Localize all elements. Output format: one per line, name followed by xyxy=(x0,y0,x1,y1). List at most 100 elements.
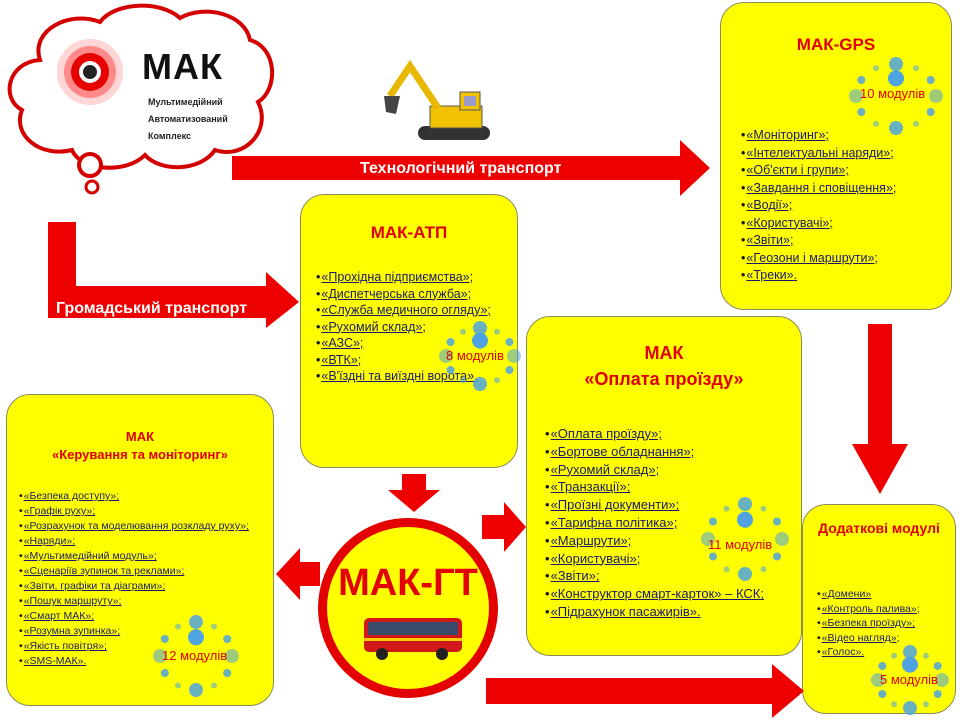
atp-item-link[interactable]: «Прохідна підприємства»; xyxy=(321,270,474,284)
dot-mark xyxy=(211,623,217,630)
payment-item-link[interactable]: «Бортове обладнання»; xyxy=(550,443,695,459)
control-item-link[interactable]: «Якість повітря»; xyxy=(23,640,107,652)
dot-mark xyxy=(913,65,919,72)
dot-mark xyxy=(708,552,717,561)
control-item-link[interactable]: «Розумна зупинка»; xyxy=(23,625,121,637)
payment-item-link[interactable]: «Підрахунок пасажирів». xyxy=(550,603,701,619)
list-item: •«Мультимедійний модуль»; xyxy=(19,550,157,562)
gps-item-link[interactable]: «Об'єкти і групи»; xyxy=(746,163,849,177)
payment-item-link[interactable]: «Проїзні документи»; xyxy=(550,497,680,513)
dot-mark xyxy=(913,120,919,127)
payment-item-link[interactable]: «Звіти»; xyxy=(550,568,600,584)
payment-modules-count: 11 модулів xyxy=(708,537,773,552)
dot-mark xyxy=(160,669,169,677)
gps-item-link[interactable]: «Інтелектуальні наряди»; xyxy=(746,145,894,160)
payment-item-link[interactable]: «Тарифна політика»; xyxy=(550,514,678,530)
dot-mark xyxy=(153,649,167,663)
logo-line-1: Мультимедійний xyxy=(148,97,223,107)
control-item-link[interactable]: «Смарт МАК»; xyxy=(23,610,95,622)
list-item: •«Оплата проїзду»; xyxy=(545,426,662,441)
dot-mark xyxy=(175,682,181,689)
dot-mark xyxy=(473,321,487,335)
dot-mark xyxy=(446,366,455,374)
payment-item-link[interactable]: «Маршрути»; xyxy=(550,532,632,548)
extra-item-link[interactable]: «Контроль палива»; xyxy=(821,602,920,615)
logo-name: МАК xyxy=(142,46,223,87)
dot-mark xyxy=(472,332,488,349)
control-item-link[interactable]: «Графік руху»; xyxy=(23,505,96,517)
dot-mark xyxy=(211,682,217,689)
center-to-control-arrow xyxy=(276,548,320,600)
dot-mark xyxy=(189,615,203,629)
gps-item-link[interactable]: «Геозони і маршрути»; xyxy=(746,250,878,265)
dot-mark xyxy=(189,683,203,697)
extra-item-link[interactable]: «Відео нагляд»; xyxy=(821,631,900,644)
list-item: •«Служба медичного огляду»; xyxy=(316,303,491,317)
payment-item-link[interactable]: «Оплата проїзду»; xyxy=(550,426,662,441)
list-item: •«Користувачі»; xyxy=(741,215,833,230)
public-transport-arrow xyxy=(48,222,299,328)
list-item: •«Моніторинг»; xyxy=(741,128,829,142)
dot-mark xyxy=(460,328,466,335)
list-item: •«Прохідна підприємства»; xyxy=(316,270,474,284)
control-item-link[interactable]: «Звіти, графіки та діаграми»; xyxy=(23,580,166,592)
dot-mark xyxy=(773,517,782,526)
control-item-link[interactable]: «Безпека доступу»; xyxy=(23,490,120,502)
atp-item-link[interactable]: «Рухомий склад»; xyxy=(321,319,426,334)
dot-mark xyxy=(857,76,866,84)
control-item-link[interactable]: «SMS-МАК». xyxy=(23,655,87,667)
list-item: •«Диспетчерська служба»; xyxy=(316,286,472,301)
extra-item-link[interactable]: «Домени» xyxy=(821,588,872,600)
list-item: •«Смарт МАК»; xyxy=(19,610,95,622)
mak-gps-list: •«Моніторинг»; •«Інтелектуальні наряди»;… xyxy=(741,127,896,285)
atp-modules-count: 8 модулів xyxy=(446,348,504,363)
list-item: •«Контроль палива»; xyxy=(817,602,920,615)
dot-mark xyxy=(175,623,181,630)
payment-item-link[interactable]: «Рухомий склад»; xyxy=(550,461,660,477)
mak-atp-title: МАК-АТП xyxy=(370,223,448,242)
gps-item-link[interactable]: «Треки». xyxy=(746,268,798,282)
dot-mark xyxy=(505,338,514,346)
list-item: •«Графік руху»; xyxy=(19,505,96,517)
list-item: •«Розрахунок та моделювання розкладу рух… xyxy=(19,520,250,532)
atp-item-link[interactable]: «В'їздні та виїздні ворота». xyxy=(321,369,478,383)
gps-item-link[interactable]: «Звіти»; xyxy=(746,233,794,247)
dot-mark xyxy=(926,76,935,84)
atp-to-center-arrow xyxy=(388,474,440,512)
list-item: •«Підрахунок пасажирів». xyxy=(545,603,701,619)
payment-item-link[interactable]: «Транзакції»; xyxy=(550,479,631,495)
gps-item-link[interactable]: «Водії»; xyxy=(746,198,793,212)
extra-item-link[interactable]: «Голос». xyxy=(821,646,865,658)
dot-mark xyxy=(439,349,453,363)
control-item-link[interactable]: «Пошук маршруту»; xyxy=(23,595,122,607)
payment-item-link[interactable]: «Користувачі»; xyxy=(550,550,641,566)
gps-item-link[interactable]: «Користувачі»; xyxy=(746,215,833,230)
gps-modules-count: 10 модулів xyxy=(860,86,926,101)
atp-item-link[interactable]: «ВТК»; xyxy=(321,352,362,367)
atp-item-link[interactable]: «Служба медичного огляду»; xyxy=(321,303,491,317)
list-item: •«Геозони і маршрути»; xyxy=(741,250,878,265)
list-item: •«Проїзні документи»; xyxy=(545,497,680,513)
atp-item-link[interactable]: «АЗС»; xyxy=(321,336,364,350)
excavator-icon xyxy=(384,59,490,140)
mak-atp-list: •«Прохідна підприємства»; •«Диспетчерськ… xyxy=(316,269,506,385)
dot-mark xyxy=(507,349,521,363)
atp-item-link[interactable]: «Диспетчерська служба»; xyxy=(321,286,472,301)
list-item: •«Голос». xyxy=(817,646,865,658)
gps-item-link[interactable]: «Завдання і сповіщення»; xyxy=(746,180,897,195)
control-item-link[interactable]: «Мультимедійний модуль»; xyxy=(23,550,157,562)
extra-item-link[interactable]: «Безпека проїзду»; xyxy=(821,617,916,629)
dot-mark xyxy=(738,497,752,511)
gps-item-link[interactable]: «Моніторинг»; xyxy=(746,128,829,142)
list-item: •«Розумна зупинка»; xyxy=(19,625,121,637)
control-item-link[interactable]: «Сценаріїв зупинок та реклами»; xyxy=(23,565,185,577)
dot-mark xyxy=(723,505,730,512)
dot-mark xyxy=(223,669,232,677)
payment-item-link[interactable]: «Конструктор смарт-карток» – КСК; xyxy=(550,586,764,602)
list-item: •«Домени» xyxy=(817,588,872,600)
gps-module-dots-icon xyxy=(849,57,943,135)
dot-mark xyxy=(737,511,753,528)
control-item-link[interactable]: «Наряди»; xyxy=(23,535,76,547)
control-item-link[interactable]: «Розрахунок та моделювання розкладу руху… xyxy=(23,520,250,532)
atp-module-dots-icon xyxy=(439,321,521,391)
